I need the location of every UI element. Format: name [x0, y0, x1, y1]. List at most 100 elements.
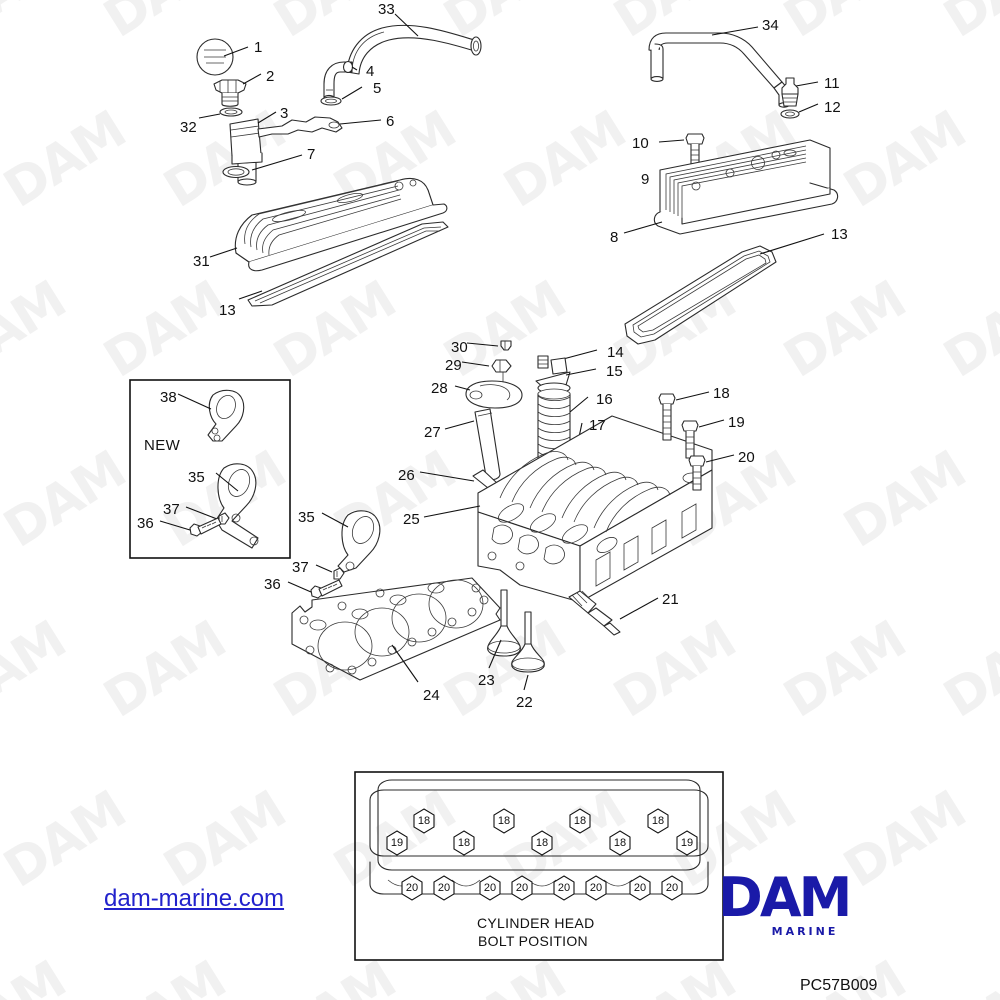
part-35-bracket: [321, 510, 381, 573]
part-7-oring: [222, 154, 303, 179]
part-35-bracket-inset: [215, 463, 259, 549]
bolt-marker-label: 19: [680, 837, 694, 849]
callout-number: 20: [738, 449, 755, 466]
part-38-bracket-new: [177, 389, 245, 442]
callout-number: 11: [824, 75, 840, 92]
part-25-cylinder-head: [423, 415, 713, 603]
bolt-position-panel: [354, 771, 724, 961]
bolt-marker: 20: [552, 875, 576, 901]
part-29-retainer: [461, 359, 512, 384]
callout-number: 5: [373, 80, 382, 97]
callout-number: 13: [831, 226, 848, 243]
part-18-bolt: [658, 391, 710, 441]
bolt-marker-label: 20: [589, 882, 603, 894]
part-4-pcv-elbow: [323, 60, 358, 102]
callout-number: 30: [451, 339, 468, 356]
part-34-plug-wires: [648, 26, 790, 108]
bolt-marker: 19: [385, 830, 409, 856]
part-23-valve: [487, 589, 521, 669]
bolt-marker: 18: [646, 808, 670, 834]
callout-number: 38: [160, 389, 177, 406]
bolt-marker-label: 20: [405, 882, 419, 894]
callout-number: 37: [163, 501, 180, 518]
bolt-marker-label: 18: [651, 815, 665, 827]
reference-code: PC57B009: [800, 977, 878, 994]
callout-number: 10: [632, 135, 649, 152]
callout-number: 33: [378, 1, 395, 18]
part-13-gasket-right: [624, 233, 825, 345]
callout-number: 19: [728, 414, 745, 431]
part-27-push-rod: [444, 408, 501, 481]
callout-number: 18: [713, 385, 730, 402]
callout-number: 32: [180, 119, 197, 136]
part-28-rocker-arm: [454, 380, 523, 409]
bolt-marker: 20: [432, 875, 456, 901]
bolt-marker-label: 20: [557, 882, 571, 894]
part-30-keeper: [466, 340, 512, 351]
bolt-marker-label: 18: [573, 815, 587, 827]
bolt-marker-label: 20: [665, 882, 679, 894]
part-2-oil-cap: [213, 73, 262, 107]
inset-new-label: NEW: [144, 437, 181, 454]
callout-number: 36: [137, 515, 154, 532]
callout-number: 1: [254, 39, 263, 56]
bolt-marker-label: 20: [515, 882, 529, 894]
bolt-marker-label: 20: [483, 882, 497, 894]
part-11-sensor: [781, 77, 819, 107]
callout-number: 4: [366, 63, 375, 80]
callout-number: 14: [607, 344, 624, 361]
bolt-marker: 18: [412, 808, 436, 834]
part-12-washer: [780, 103, 819, 119]
part-5-oring: [320, 86, 363, 106]
bolt-marker-label: 20: [437, 882, 451, 894]
callout-number: 31: [193, 253, 210, 270]
bolt-position-caption-line2: BOLT POSITION: [478, 933, 588, 949]
bolt-marker: 20: [478, 875, 502, 901]
callout-number: 27: [424, 424, 441, 441]
callout-number: 17: [589, 417, 606, 434]
callout-number: 35: [298, 509, 315, 526]
bolt-marker: 20: [660, 875, 684, 901]
part-8-valve-cover-right: [623, 139, 839, 235]
bolt-marker-label: 18: [535, 837, 549, 849]
bolt-marker: 18: [492, 808, 516, 834]
callout-number: 8: [610, 229, 619, 246]
callout-number: 26: [398, 467, 415, 484]
callout-number: 13: [219, 302, 236, 319]
callout-number: 36: [264, 576, 281, 593]
callout-number: 9: [641, 171, 650, 188]
bolt-marker-label: 18: [457, 837, 471, 849]
callout-number: 23: [478, 672, 495, 689]
bolt-marker: 20: [400, 875, 424, 901]
part-31-valve-cover-left: [209, 177, 448, 272]
dam-marine-logo: DAM MARINE: [718, 866, 888, 938]
logo-wordmark: DAM: [718, 866, 852, 929]
inset-new-box: [129, 379, 291, 559]
callout-number: 12: [824, 99, 841, 116]
part-13-gasket-left: [238, 221, 449, 307]
part-6-bracket: [257, 116, 382, 138]
callout-number: 25: [403, 511, 420, 528]
part-22-valve: [511, 611, 545, 691]
bolt-marker: 18: [608, 830, 632, 856]
callout-number: 2: [266, 68, 275, 85]
callout-number: 35: [188, 469, 205, 486]
part-37-washer: [315, 564, 345, 580]
bolt-marker: 20: [628, 875, 652, 901]
bolt-position-caption-line1: CYLINDER HEAD: [477, 915, 595, 931]
part-14-keeper: [537, 349, 598, 369]
website-link[interactable]: dam-marine.com: [104, 885, 285, 912]
part-36-bolt-inset: [159, 517, 222, 537]
part-21-spark-plug: [568, 590, 659, 636]
part-3-filler-tube: [229, 111, 277, 186]
callout-number: 3: [280, 105, 289, 122]
part-20-bolt: [688, 454, 735, 491]
bolt-marker-label: 18: [417, 815, 431, 827]
bolt-marker: 19: [675, 830, 699, 856]
bolt-marker: 18: [452, 830, 476, 856]
callout-number: 7: [307, 146, 316, 163]
bolt-marker-label: 20: [633, 882, 647, 894]
callout-number: 6: [386, 113, 395, 130]
